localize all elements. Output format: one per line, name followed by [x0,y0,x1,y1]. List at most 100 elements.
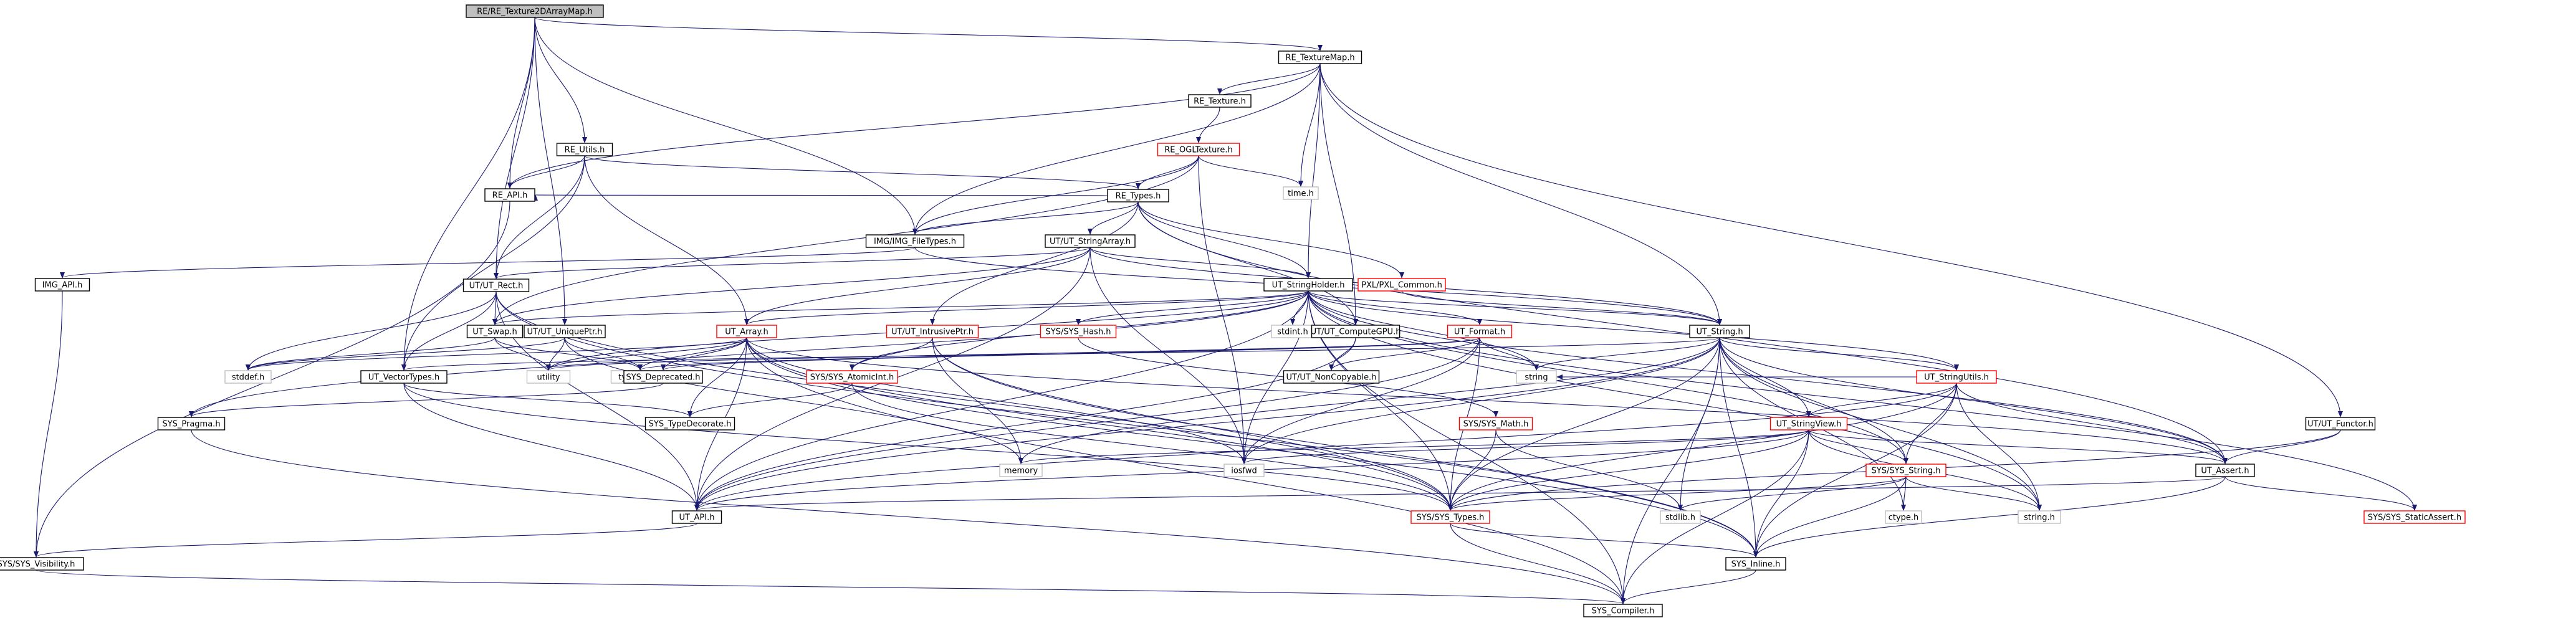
node-re-utils[interactable]: RE_Utils.h [556,143,613,156]
node-root: RE/RE_Texture2DArrayMap.h [466,4,604,18]
node-ut-stringview[interactable]: UT_StringView.h [1769,417,1848,431]
node-img-filetypes[interactable]: IMG/IMG_FileTypes.h [865,234,965,248]
edge-re_types-to-ut_computegpu [1137,201,1358,325]
node-sys-staticassert[interactable]: SYS/SYS_StaticAssert.h [2363,510,2466,524]
node-label: IMG/IMG_FileTypes.h [874,237,956,247]
edge-ut_intrusiveptr-to-memory [932,337,1023,464]
node-sys-typedecorate[interactable]: SYS_TypeDecorate.h [644,417,735,431]
node-re-types[interactable]: RE_Types.h [1107,189,1169,202]
node-sys-pragma[interactable]: SYS_Pragma.h [157,417,226,431]
node-stdint: stdint.h [1271,325,1314,338]
edge-ut_array-to-sys_deprecated [661,337,747,371]
node-ut-rect[interactable]: UT/UT_Rect.h [462,278,530,292]
node-box [2363,510,2466,524]
node-ut-functor[interactable]: UT/UT_Functor.h [2305,417,2376,431]
node-label: UT_StringUtils.h [1924,373,1989,383]
node-ut-array[interactable]: UT_Array.h [716,325,777,338]
node-label: utility [537,373,560,383]
node-sys-types[interactable]: SYS/SYS_Types.h [1410,510,1490,524]
edge-ut_string-to-ut_api [694,337,1720,511]
node-sys-atomicint[interactable]: SYS/SYS_AtomicInt.h [806,370,898,384]
edge-sys_visibility-to-sys_compiler [36,569,1626,604]
node-box [2195,464,2255,477]
node-label: SYS_Pragma.h [162,420,220,429]
node-ut-stringutils[interactable]: UT_StringUtils.h [1916,370,1997,384]
node-ut-stringholder[interactable]: UT_StringHolder.h [1263,278,1353,292]
edge-re_utils-to-ut_rect [494,155,585,279]
node-box [34,278,90,292]
edge-ut_stringarray-to-ut_stringholder [1089,247,1311,278]
node-re-api[interactable]: RE_API.h [484,188,535,202]
edge-ut_stringview-to-sys_types [1448,429,1809,511]
node-sys-string[interactable]: SYS/SYS_String.h [1865,464,1946,477]
edge-ut_computegpu-to-ut_noncopyable [1329,337,1356,371]
node-sys-compiler[interactable]: SYS_Compiler.h [1583,604,1663,617]
edge-sys_string-to-sys_types [1448,476,1907,511]
edge-ut_functor-to-ut_assert [2223,429,2341,464]
edge-ut_stringutils-to-sys_string [1903,383,1957,464]
node-box [466,4,604,18]
node-sys-deprecated[interactable]: SYS_Deprecated.h [623,370,703,384]
node-re-texture[interactable]: RE_Texture.h [1188,94,1252,108]
node-sys-inline[interactable]: SYS_Inline.h [1725,557,1786,571]
node-ut-intrusiveptr[interactable]: UT/UT_IntrusivePtr.h [886,325,979,338]
edge-ut_stringview-to-sys_compiler [1621,429,1809,604]
node-ut-string[interactable]: UT_String.h [1689,325,1750,338]
node-ut-swap[interactable]: UT_Swap.h [466,325,524,338]
node-ut-stringarray[interactable]: UT/UT_StringArray.h [1045,234,1136,248]
edge-ut_format-to-ut_noncopyable [1329,337,1480,371]
edge-ut_assert-to-ut_api [694,476,2226,511]
node-label: SYS_Inline.h [1731,560,1781,569]
edge-ut_string-to-sys_types [1448,337,1720,511]
edge-re_texturemap-to-ut_functor [1319,63,2343,417]
node-label: UT/UT_ComputeGPU.h [1311,328,1401,337]
node-label: RE_OGLTexture.h [1164,146,1232,155]
node-box [224,370,272,384]
edge-sys_atomicint-to-sys_typedecorate [687,383,853,417]
node-img-api[interactable]: IMG_API.h [34,278,90,292]
node-box [524,325,606,338]
edge-sys_string-to-ctype [1901,476,1907,511]
edge-ut_rect-to-ut_api [496,291,699,511]
node-ut-uniqueptr[interactable]: UT/UT_UniquePtr.h [524,325,606,338]
node-ut-computegpu[interactable]: UT/UT_ComputeGPU.h [1311,325,1401,338]
node-re-oglt[interactable]: RE_OGLTexture.h [1157,143,1240,156]
edge-ut_stringview-to-sys_string [1808,429,1908,464]
edge-ut_vectortypes-to-sys_types [403,383,1453,511]
node-sys-math[interactable]: SYS/SYS_Math.h [1458,417,1533,431]
node-ut-vectortypes[interactable]: UT_VectorTypes.h [360,370,448,384]
node-pxl-common[interactable]: PXL/PXL_Common.h [1357,278,1446,292]
node-ut-noncopyable[interactable]: UT/UT_NonCopyable.h [1283,370,1380,384]
node-label: SYS/SYS_String.h [1872,467,1941,476]
edge-ut_stringarray-to-ut_rect [494,247,1091,279]
edge-re_types-to-ut_intrusiveptr [930,201,1139,325]
edge-ut_stringview-to-memory [1018,429,1809,464]
node-box [2018,510,2061,524]
edge-ut_array-to-iosfwd [746,337,1247,464]
node-ut-assert[interactable]: UT_Assert.h [2195,464,2255,477]
node-ut-api[interactable]: UT_API.h [671,510,722,524]
edge-sys_types-to-sys_compiler [1450,523,1626,604]
edge-ut_rect-to-sys_inline [496,291,1758,558]
node-re-texturemap[interactable]: RE_TextureMap.h [1278,50,1362,64]
edge-ut_stringholder-to-iosfwd [1242,290,1309,464]
node-label: SYS_TypeDecorate.h [649,420,732,429]
edge-root-to-re_api [507,17,535,189]
node-label: SYS/SYS_AtomicInt.h [810,373,894,383]
node-utility: utility [526,370,571,384]
node-box [1725,557,1786,571]
node-box [1311,325,1401,338]
node-sys-visibility[interactable]: SYS/SYS_Visibility.h [0,557,84,571]
edge-re_texturemap-to-re_texture [1217,63,1321,95]
node-ut-format[interactable]: UT_Format.h [1447,325,1513,338]
node-label: SYS_Deprecated.h [626,373,700,383]
edge-ut_intrusiveptr-to-sys_inline [932,337,1758,558]
node-sys-hash[interactable]: SYS/SYS_Hash.h [1040,325,1117,338]
node-stdlib: stdlib.h [1660,510,1701,524]
edge-re_types-to-re_api [535,194,1108,200]
edge-re_types-to-pxl_common [1137,201,1404,278]
node-box [999,464,1043,477]
node-label: IMG_API.h [42,281,83,290]
edge-ut_array-to-sys_types [746,337,1453,511]
